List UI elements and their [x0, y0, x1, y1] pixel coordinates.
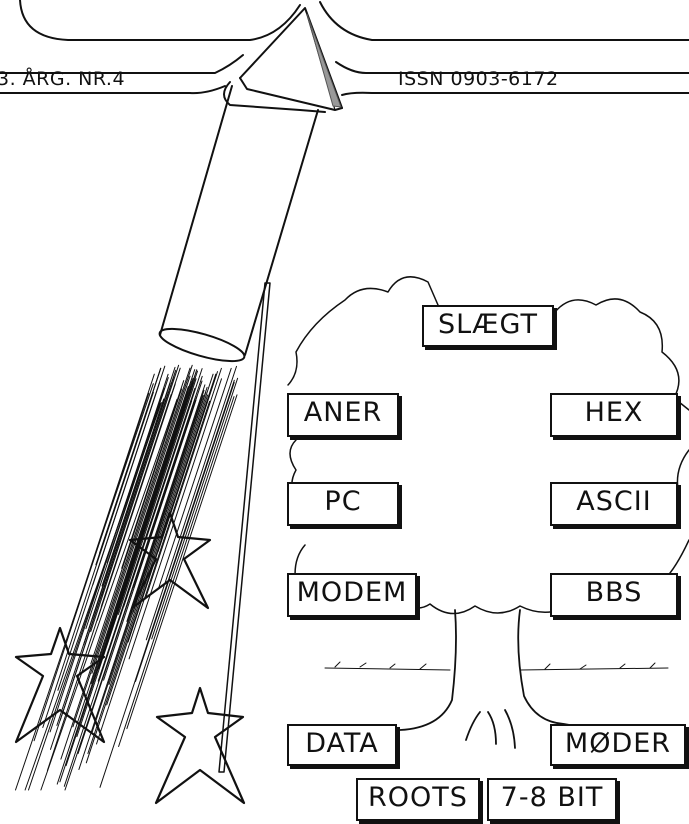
trail-line — [103, 399, 197, 681]
trail-line — [81, 403, 186, 718]
trail-line — [151, 377, 239, 640]
trail-line — [15, 383, 154, 791]
label-modem: MODEM — [287, 573, 417, 617]
trail-line — [158, 367, 232, 589]
trail-line — [96, 383, 176, 621]
trail-line — [145, 365, 237, 641]
trail-line — [101, 398, 165, 587]
trail-line — [106, 373, 217, 706]
stars — [14, 511, 246, 805]
trail-line — [90, 380, 192, 684]
label-ascii: ASCII — [550, 482, 678, 526]
label-7-8-bit: 7-8 BIT — [487, 778, 617, 821]
trail-line — [87, 373, 214, 754]
trail-line — [121, 380, 185, 569]
trail-line — [96, 400, 211, 745]
trail-line — [77, 399, 196, 754]
trail-line — [59, 378, 194, 783]
issue-number: 3. ÅRG. NR.4 — [0, 68, 126, 90]
trail-line — [72, 364, 193, 728]
trail-line — [91, 375, 191, 674]
trail-line — [117, 378, 197, 615]
header-frame — [0, 0, 689, 96]
star-1 — [128, 511, 212, 610]
tree-trunk — [363, 609, 613, 749]
label-slaegt: SLÆGT — [422, 305, 554, 347]
star-2 — [14, 626, 106, 744]
trail-line — [128, 378, 222, 660]
rocket — [158, 7, 343, 773]
trail-line — [40, 398, 178, 791]
star-3 — [154, 686, 246, 805]
trail-line — [118, 396, 235, 747]
trail-line — [97, 388, 196, 682]
trail-line — [91, 394, 204, 733]
trail-line — [135, 382, 235, 682]
trail-line — [95, 367, 162, 566]
trail-line — [42, 391, 154, 728]
label-data: DATA — [287, 724, 397, 766]
label-pc: PC — [287, 482, 399, 526]
trail-line — [106, 377, 196, 645]
trail-line — [90, 364, 180, 633]
trail-line — [56, 386, 189, 785]
label-hex: HEX — [550, 393, 678, 437]
trail-line — [90, 388, 183, 665]
trail-line — [123, 400, 193, 607]
ground-lines — [324, 661, 669, 671]
trail-line — [126, 394, 238, 730]
trail-line — [57, 365, 166, 691]
trail-line — [59, 369, 177, 721]
trail-line — [78, 389, 205, 770]
trail-line — [132, 391, 207, 613]
trail-line — [28, 388, 165, 791]
rocket-trail — [15, 364, 239, 791]
trail-line — [126, 384, 206, 622]
trail-line — [144, 367, 222, 600]
trail-line — [100, 394, 172, 607]
trail-line — [106, 377, 169, 564]
trail-line — [60, 367, 191, 760]
label-aner: ANER — [287, 393, 399, 437]
label-roots: ROOTS — [356, 778, 480, 821]
issn-number: ISSN 0903-6172 — [398, 68, 559, 90]
label-moder: MØDER — [550, 724, 686, 766]
trail-line — [99, 379, 235, 788]
trail-line — [127, 375, 217, 643]
label-bbs: BBS — [550, 573, 678, 617]
trail-line — [56, 366, 176, 726]
tree-crown — [287, 276, 689, 615]
